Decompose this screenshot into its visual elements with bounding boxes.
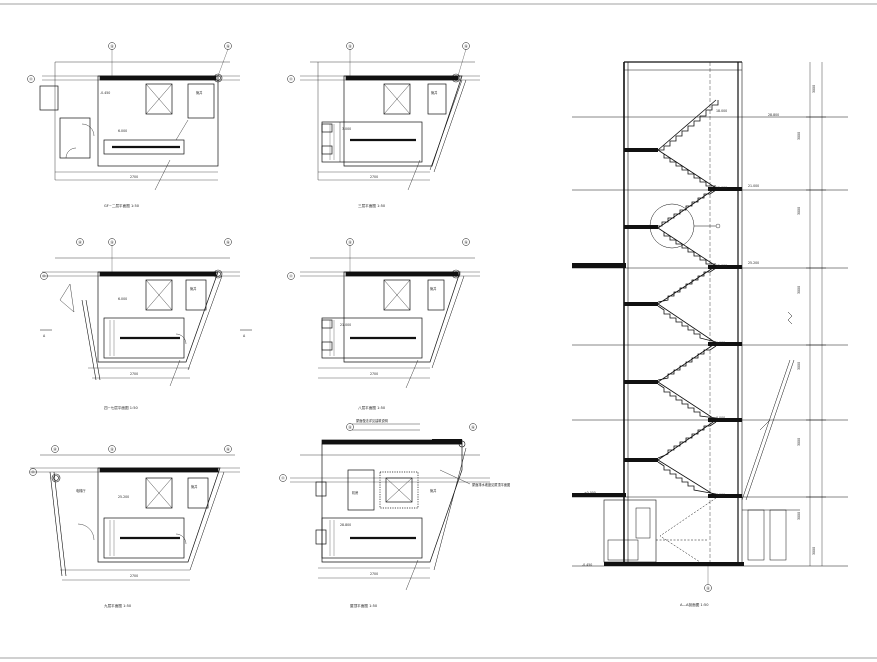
dimension-label: 3000: [797, 438, 801, 446]
plan-caption: GF~二层平面图 1:50: [104, 203, 140, 208]
plan-roof: [279, 423, 490, 591]
level-label: 28.800: [340, 523, 351, 527]
section-caption: A—A剖面图 1:50: [680, 602, 709, 607]
axis-bubble: ⑮: [110, 44, 114, 49]
plan-caption: 四~七层平面图 1:50: [104, 405, 138, 410]
axis-bubble: ⑪: [42, 274, 46, 279]
dimension-label: 2700: [130, 574, 138, 578]
axis-bubble: ⑪: [31, 470, 35, 475]
plan-caption: 三层平面图 1:50: [358, 203, 386, 208]
dimension-label: 2700: [130, 372, 138, 376]
plan-gf: [27, 42, 240, 191]
dimension-label: 2700: [370, 175, 378, 179]
axis-bubble: ⑯: [226, 240, 230, 245]
room-label: 管井: [431, 90, 437, 95]
axis-bubble: ⑪: [289, 274, 293, 279]
plan-3f: [287, 42, 480, 191]
dimension-label: 3000: [797, 132, 801, 140]
axis-bubble: ⑯: [471, 425, 475, 430]
elevation-label: 12.000: [716, 264, 727, 268]
dimension-label: 3000: [812, 85, 816, 93]
axis-bubble: ⑮: [110, 447, 114, 452]
dimension-label: 2700: [370, 572, 378, 576]
room-label: 管井: [430, 488, 436, 493]
dimension-label: 2700: [370, 372, 378, 376]
axis-bubble: ⑭: [78, 240, 82, 245]
axis-bubble: ⑯: [464, 44, 468, 49]
axis-bubble: ⑮: [348, 240, 352, 245]
elevation-label: 21.000: [748, 184, 759, 188]
axis-bubble: ⑪: [281, 476, 285, 481]
room-label: 机房: [352, 490, 358, 495]
elevation-label: 3.000: [716, 493, 725, 497]
plan-caption: 屋顶平面图 1:50: [350, 603, 378, 608]
elevation-label: 9.000: [716, 341, 725, 345]
level-label: 3.000: [342, 127, 351, 131]
room-label: 电梯厅: [76, 488, 86, 493]
elevation-label: ±0.000: [584, 491, 596, 495]
axis-bubble: ⑯: [226, 44, 230, 49]
room-label: 管井: [190, 286, 196, 291]
elevation-label: 28.800: [768, 113, 779, 117]
section-aa: [572, 61, 848, 592]
axis-bubble: ⑯: [464, 240, 468, 245]
right-dimension-group: 3000 3000 3000 3000 3000 3000 3000 3000: [797, 85, 816, 555]
plan-9f: [29, 445, 240, 581]
level-label: 6.000: [118, 129, 127, 133]
elevation-label: 15.000: [716, 186, 727, 190]
axis-bubble: ⑮: [110, 240, 114, 245]
axis-bubble: ⑮: [348, 44, 352, 49]
dimension-label: 2700: [130, 175, 138, 179]
axis-bubble: ⑮: [706, 586, 710, 591]
plan-caption: 九层平面图 1:50: [104, 603, 132, 608]
room-label: 管井: [430, 286, 436, 291]
elevation-label: 25.200: [748, 261, 759, 265]
level-label: -0.450: [100, 91, 110, 95]
room-label: 管井: [191, 484, 197, 489]
axis-bubble: ⑪: [29, 77, 33, 82]
plan-8f: [287, 238, 480, 389]
level-label: 6.000: [118, 297, 127, 301]
section-mark: A: [43, 334, 46, 338]
axis-bubble: ⑮: [348, 425, 352, 430]
axis-bubble: ⑭: [53, 447, 57, 452]
plan-caption: 八层平面图 1:50: [358, 405, 386, 410]
dimension-label: 3000: [797, 512, 801, 520]
level-label: 21.000: [340, 323, 351, 327]
dimension-label: 3000: [812, 547, 816, 555]
elevation-label: -0.450: [582, 563, 592, 567]
axis-bubble: ⑯: [226, 447, 230, 452]
annotation-note: 屋面做法详见建筑说明: [356, 418, 388, 423]
plan-4f-7f: [40, 238, 252, 387]
room-label: 管井: [196, 90, 202, 95]
dimension-label: 3000: [797, 286, 801, 294]
level-label: 25.200: [118, 495, 129, 499]
axis-bubble: ⑪: [289, 77, 293, 82]
elevation-label: 6.000: [716, 416, 725, 420]
elevation-label: 18.000: [716, 109, 727, 113]
section-mark: A: [243, 334, 246, 338]
dimension-label: 3000: [797, 362, 801, 370]
dimension-label: 3000: [797, 207, 801, 215]
sheet-border: [0, 3, 877, 659]
annotation-note: 屋面排水坡度见屋顶平面图: [472, 482, 510, 487]
